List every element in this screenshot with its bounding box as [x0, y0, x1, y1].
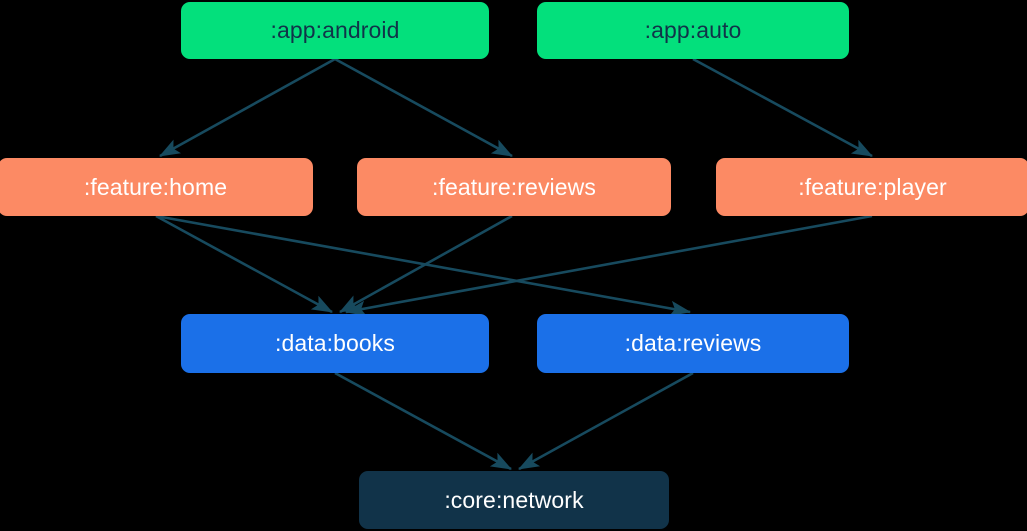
node-app-auto[interactable]: :app:auto: [537, 2, 849, 59]
edge-feature-home-to-data-books: [155, 214, 333, 314]
node-feature-home[interactable]: :feature:home: [0, 158, 313, 216]
node-label-app-auto: :app:auto: [644, 17, 742, 43]
edge-app-auto-to-feature-player: [692, 57, 873, 158]
edge-app-android-to-feature-reviews: [334, 57, 513, 158]
edge-feature-player-to-data-books: [344, 214, 873, 317]
node-feature-reviews[interactable]: :feature:reviews: [357, 158, 671, 216]
edge-group: [155, 57, 873, 471]
node-label-core-network: :core:network: [444, 486, 584, 513]
node-label-app-android: :app:android: [270, 17, 400, 43]
node-label-feature-reviews: :feature:reviews: [432, 173, 596, 200]
edge-data-reviews-to-core-network: [518, 371, 694, 471]
edge-feature-reviews-to-data-books: [339, 214, 513, 314]
node-core-network[interactable]: :core:network: [359, 471, 669, 529]
node-label-data-reviews: :data:reviews: [624, 330, 762, 356]
node-label-data-books: :data:books: [274, 330, 396, 356]
node-data-books[interactable]: :data:books: [181, 314, 489, 373]
edge-feature-home-to-data-reviews: [155, 214, 692, 317]
node-data-reviews[interactable]: :data:reviews: [537, 314, 849, 373]
edge-app-android-to-feature-home: [159, 57, 336, 158]
node-feature-player[interactable]: :feature:player: [716, 158, 1027, 216]
node-label-feature-player: :feature:player: [798, 173, 947, 200]
node-label-feature-home: :feature:home: [83, 173, 228, 200]
node-app-android[interactable]: :app:android: [181, 2, 489, 59]
edge-data-books-to-core-network: [334, 371, 512, 471]
